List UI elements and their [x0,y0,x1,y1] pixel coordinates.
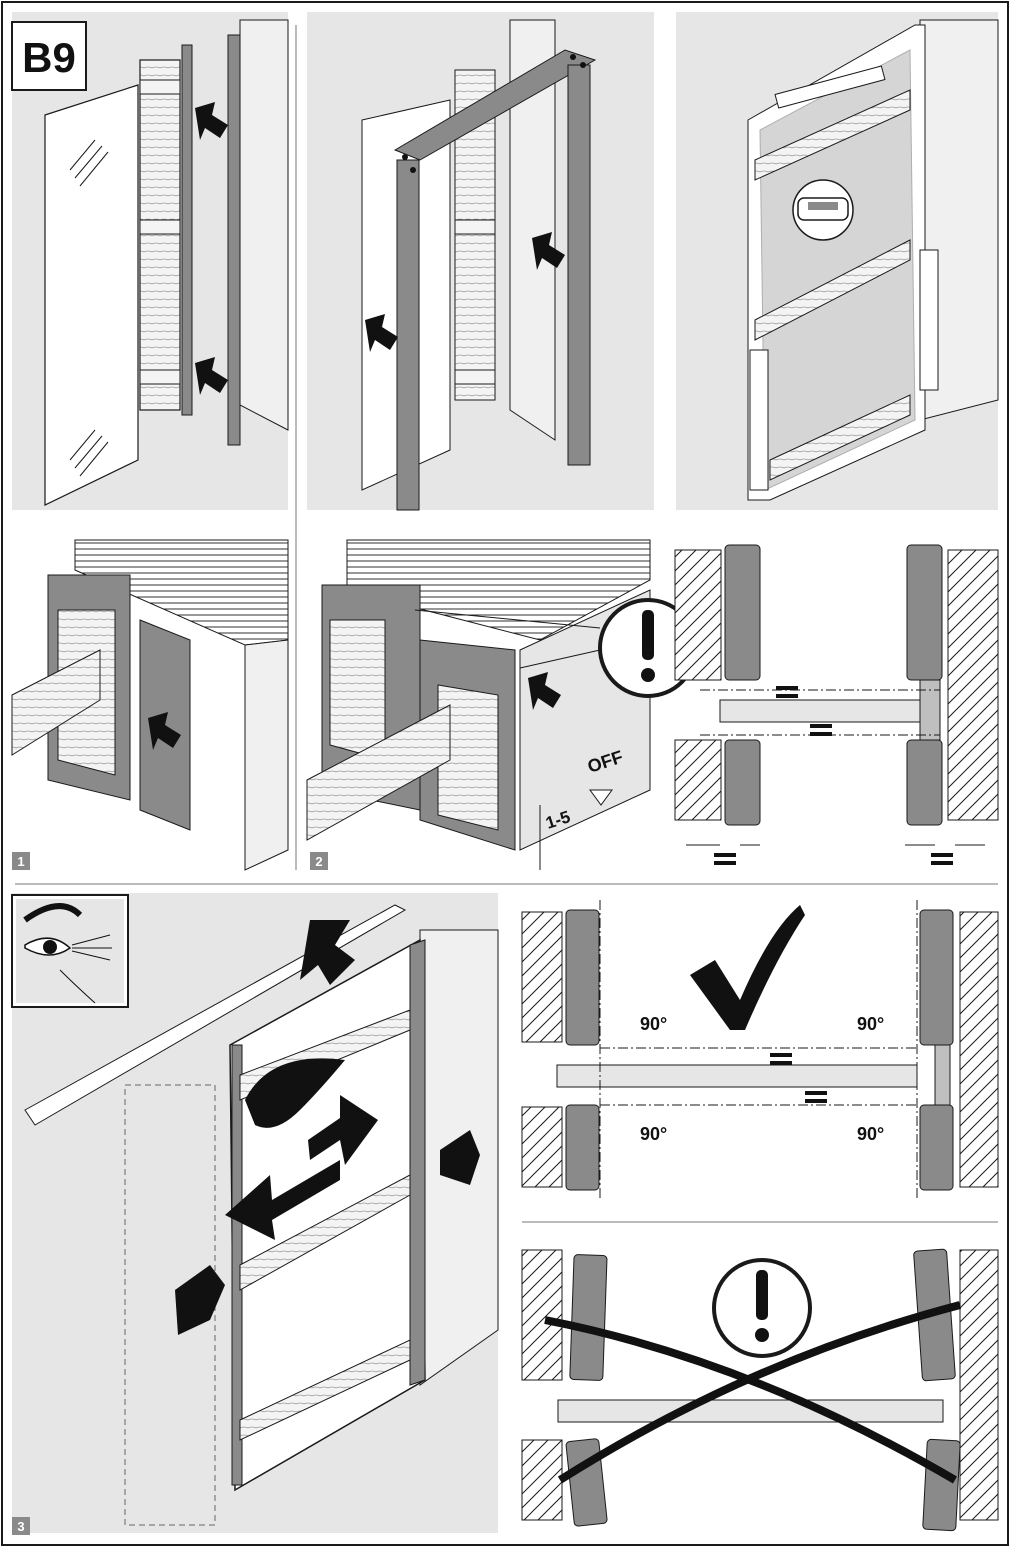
push-arrow-icon [300,920,355,985]
panel-top-left [12,12,289,510]
svg-text:2: 2 [315,854,322,869]
svg-text:90°: 90° [640,1124,667,1144]
section-plan-gap [674,544,999,865]
section-incorrect [521,1248,999,1532]
detail-step-1: 1 [11,539,289,871]
push-arrow-icon [440,1130,480,1185]
svg-text:B9: B9 [22,34,76,81]
eye-icon [11,894,129,1008]
svg-text:90°: 90° [640,1014,667,1034]
push-arrow-icon [195,357,228,395]
feather-icon [245,1058,345,1128]
push-arrow-icon [195,102,228,140]
push-arrow-icon [308,1095,378,1165]
push-arrow-icon [528,672,561,710]
push-arrow-icon [532,232,565,270]
svg-text:90°: 90° [857,1014,884,1034]
cross-out-icon [544,1301,962,1484]
warning-icon [712,1258,812,1358]
checkmark-icon [690,905,805,1030]
push-arrow-icon [148,712,181,750]
panel-top-right [676,12,999,510]
spirit-level-icon [792,179,854,241]
svg-text:90°: 90° [857,1124,884,1144]
equal-gap-icon [714,686,953,865]
panel-top-middle [307,12,654,511]
svg-text:3: 3 [17,1519,24,1534]
svg-text:1: 1 [17,854,24,869]
push-arrow-icon [225,1160,340,1240]
section-correct: 90° 90° 90° 90° [521,900,999,1200]
push-arrow-icon [175,1265,225,1335]
page-code-badge: B9 [11,21,87,91]
warning-icon [598,598,698,698]
push-arrow-icon [365,314,398,352]
